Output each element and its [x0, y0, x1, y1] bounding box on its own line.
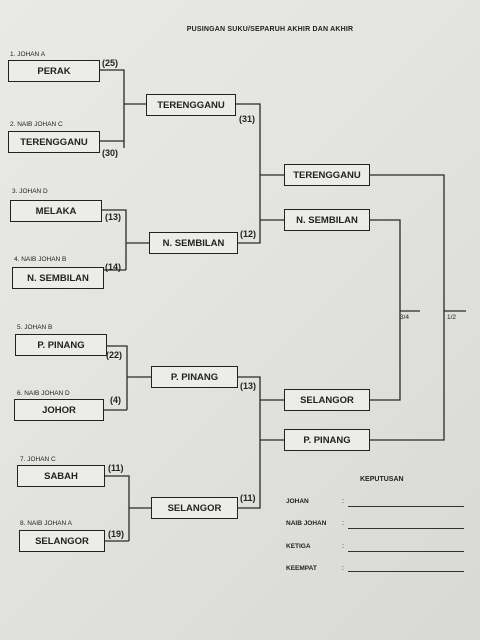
connector-qf-bottom [238, 376, 261, 509]
team-box-r1: TERENGGANU [8, 131, 100, 153]
result-colon: : [342, 520, 344, 527]
seed-label: 3. JOHAN D [12, 188, 48, 195]
team-box-r1: JOHOR [14, 399, 104, 421]
score-r1: (4) [110, 395, 121, 405]
result-colon: : [342, 498, 344, 505]
result-colon: : [342, 543, 344, 550]
team-box-sf: N. SEMBILAN [284, 209, 370, 231]
score-qf: (31) [239, 114, 256, 124]
score-r1: (19) [108, 529, 125, 539]
score-r1: (14) [105, 262, 122, 272]
team-box-r1: P. PINANG [15, 334, 107, 356]
connector-qf-top [236, 103, 261, 244]
keputusan-title: KEPUTUSAN [360, 476, 404, 483]
score-r1: (30) [102, 148, 119, 158]
placement-3-4-label: 3/4 [400, 314, 410, 321]
team-box-sf: TERENGGANU [284, 164, 370, 186]
team-box-r1: MELAKA [10, 200, 102, 222]
page-title: PUSINGAN SUKU/SEPARUH AKHIR DAN AKHIR [186, 26, 354, 33]
score-r1: (22) [106, 350, 123, 360]
connector-ppinang-r1 [107, 345, 128, 410]
result-colon: : [342, 565, 344, 572]
team-box-qf: TERENGGANU [146, 94, 236, 116]
team-box-qf: SELANGOR [151, 497, 238, 519]
seed-label: 6. NAIB JOHAN D [17, 390, 70, 397]
team-box-r1: SELANGOR [19, 530, 105, 552]
seed-label: 1. JOHAN A [10, 51, 46, 58]
score-qf: (12) [240, 229, 257, 239]
seed-label: 8. NAIB JOHAN A [20, 520, 73, 527]
placement-1-2-label: 1/2 [447, 314, 457, 321]
result-label-naib-johan: NAIB JOHAN [286, 520, 327, 527]
score-qf: (13) [240, 381, 257, 391]
score-qf: (11) [240, 493, 256, 503]
team-box-sf: P. PINANG [284, 429, 370, 451]
seed-label: 4. NAIB JOHAN B [14, 256, 67, 263]
team-box-r1: N. SEMBILAN [12, 267, 104, 289]
result-line-naib-johan[interactable] [348, 520, 464, 529]
result-label-johan: JOHAN [286, 498, 309, 505]
connector-sabah [105, 475, 130, 541]
team-box-r1: SABAH [17, 465, 105, 487]
connector-perak [100, 69, 125, 148]
team-box-qf: P. PINANG [151, 366, 238, 388]
result-label-ketiga: KETIGA [286, 543, 311, 550]
seed-label: 5. JOHAN B [17, 324, 53, 331]
team-box-r1: PERAK [8, 60, 100, 82]
result-label-keempat: KEEMPAT [286, 565, 317, 572]
result-line-keempat[interactable] [348, 563, 464, 572]
seed-label: 7. JOHAN C [20, 456, 56, 463]
team-box-sf: SELANGOR [284, 389, 370, 411]
result-line-ketiga[interactable] [348, 543, 464, 552]
seed-label: 2. NAIB JOHAN C [10, 121, 63, 128]
connector-third-place [370, 219, 401, 401]
connector-final [370, 174, 445, 441]
score-r1: (25) [102, 58, 119, 68]
team-box-qf: N. SEMBILAN [149, 232, 238, 254]
score-r1: (11) [108, 463, 124, 473]
score-r1: (13) [105, 212, 122, 222]
connector-melaka [100, 209, 127, 270]
result-line-johan[interactable] [348, 498, 464, 507]
